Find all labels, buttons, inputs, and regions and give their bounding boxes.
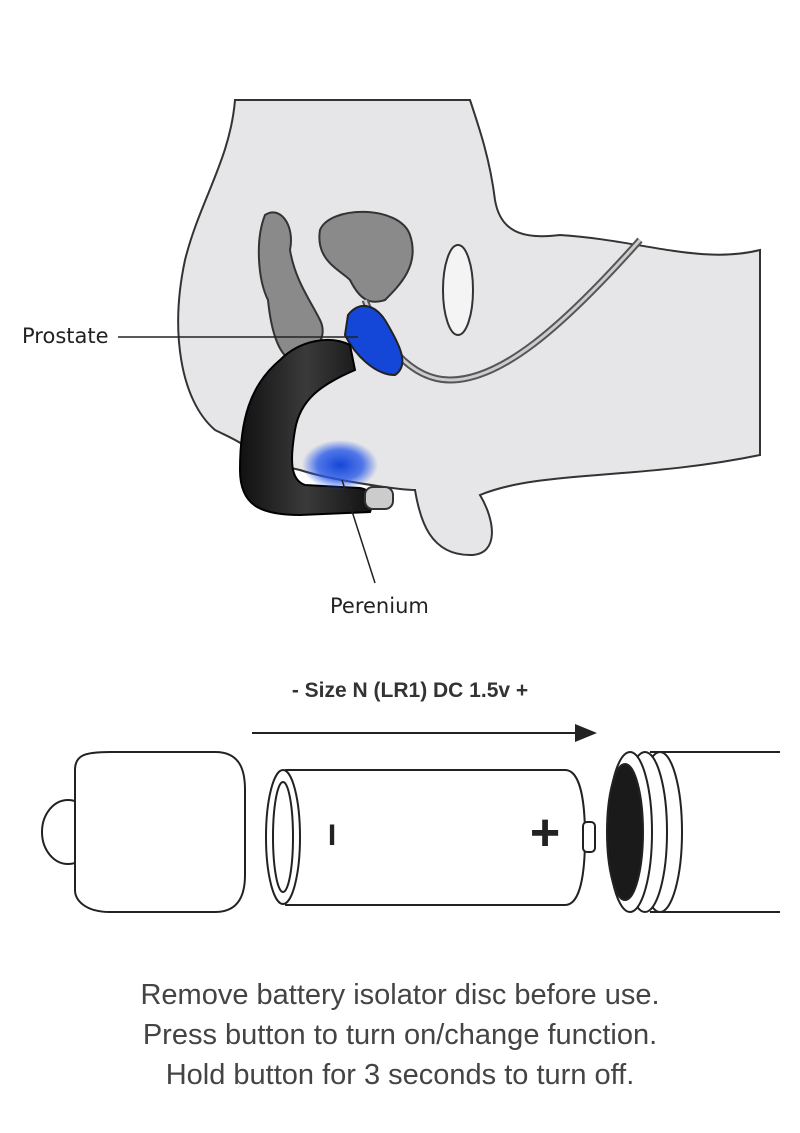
- usage-instructions: Remove battery isolator disc before use.…: [0, 975, 800, 1095]
- perineum-leader-line: [341, 479, 376, 584]
- insert-arrow-head: [575, 724, 597, 742]
- battery-diagram: - Size N (LR1) DC 1.5v + I +: [41, 679, 780, 913]
- prostate-massager: [238, 339, 374, 517]
- body-tissue: [177, 99, 761, 557]
- instruction-line: Press button to turn on/change function.: [142, 1019, 658, 1051]
- anatomy-illustration: Prostate Perenium: [22, 99, 761, 618]
- testis: [442, 244, 474, 336]
- device-battery-compartment: [606, 751, 780, 913]
- prostate: [343, 305, 404, 377]
- perineum-label: Perenium: [330, 594, 429, 618]
- instruction-line: Remove battery isolator disc before use.: [140, 979, 660, 1011]
- perineum-highlight: [302, 440, 378, 490]
- plus-symbol: +: [530, 804, 560, 862]
- battery-spec-label: - Size N (LR1) DC 1.5v +: [292, 679, 528, 702]
- prostate-label: Prostate: [22, 324, 109, 348]
- bladder: [318, 210, 414, 303]
- battery-cap: [41, 751, 246, 913]
- instruction-line: Hold button for 3 seconds to turn off.: [165, 1059, 635, 1091]
- massager-button: [364, 486, 394, 510]
- minus-symbol: I: [328, 819, 336, 852]
- battery-cell: [265, 769, 596, 906]
